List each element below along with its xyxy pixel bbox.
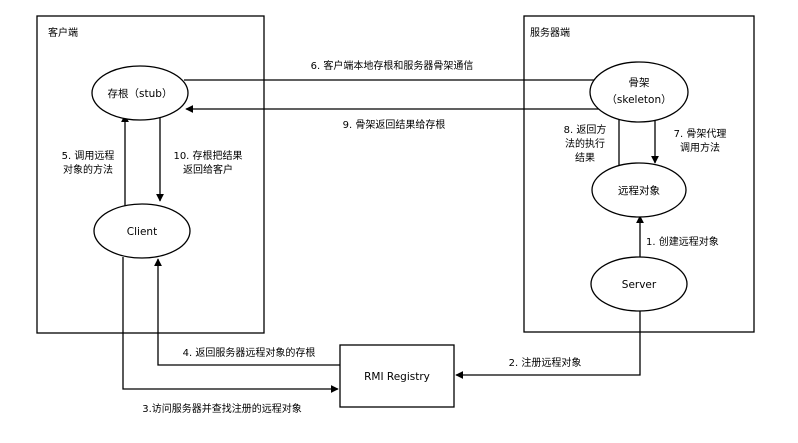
edge-7-label-line1: 7. 骨架代理 <box>674 128 727 140</box>
client-node <box>93 203 191 259</box>
client-area <box>36 15 265 334</box>
edge-8-label-line2: 法的执行 <box>565 137 605 150</box>
stub-label: 存根（stub） <box>108 87 173 100</box>
rmi-registry-box <box>339 344 455 408</box>
edge-3-arrow <box>122 257 339 393</box>
edge-3-label: 3.访问服务器并查找注册的远程对象 <box>142 402 302 415</box>
edge-8-label-line3: 结果 <box>575 151 595 164</box>
client-label: Client <box>127 226 157 238</box>
edge-2-arrow <box>455 311 641 379</box>
server-area <box>523 15 755 333</box>
edge-5-label-line2: 对象的方法 <box>63 163 113 176</box>
server-node <box>590 256 688 312</box>
skeleton-label-line2: （skeleton） <box>606 94 671 106</box>
server-label: Server <box>622 279 657 291</box>
server-area-title: 服务器端 <box>530 26 570 39</box>
edge-2-label: 2. 注册远程对象 <box>509 356 582 369</box>
edge-10-label-line1: 10. 存根把结果 <box>173 149 242 162</box>
edge-9-label: 9. 骨架返回结果给存根 <box>343 118 446 131</box>
edge-8-label-line1: 8. 返回方 <box>564 123 607 136</box>
edge-6-label: 6. 客户端本地存根和服务器骨架通信 <box>311 59 474 72</box>
remote-object-node <box>591 162 687 218</box>
rmi-registry-label: RMI Registry <box>364 371 430 383</box>
edge-1-label: 1. 创建远程对象 <box>646 235 719 248</box>
skeleton-node <box>589 61 689 123</box>
remote-object-label: 远程对象 <box>618 184 660 197</box>
client-area-title: 客户端 <box>48 26 78 39</box>
edge-4-label: 4. 返回服务器远程对象的存根 <box>183 346 316 359</box>
stub-node <box>91 65 189 121</box>
edge-4-arrow <box>154 258 340 366</box>
edge-10-label-line2: 返回给客户 <box>183 163 233 176</box>
skeleton-label-line1: 骨架 <box>629 77 650 89</box>
edge-5-label-line1: 5. 调用远程 <box>62 150 115 162</box>
edge-7-label-line2: 调用方法 <box>680 141 720 154</box>
